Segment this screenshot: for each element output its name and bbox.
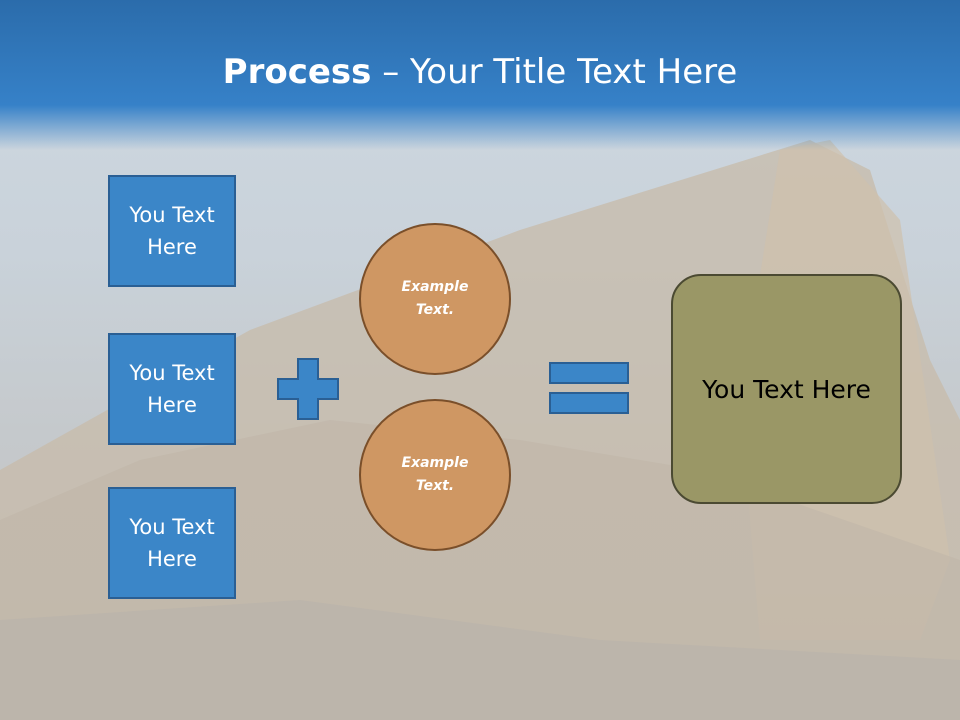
- title-bar: [0, 0, 960, 150]
- plus-icon: [277, 358, 339, 420]
- example-circle-2: Example Text.: [359, 399, 511, 551]
- result-label: You Text Here: [702, 374, 871, 404]
- slide-title: Process – Your Title Text Here: [0, 52, 960, 92]
- equals-icon: [549, 362, 629, 414]
- input-box-label: You Text Here: [129, 515, 215, 571]
- title-bold: Process: [222, 52, 372, 92]
- input-box-1: You Text Here: [108, 175, 236, 287]
- title-rest: Your Title Text Here: [410, 52, 738, 92]
- input-box-label: You Text Here: [129, 203, 215, 259]
- title-dash: –: [371, 52, 411, 92]
- input-box-2: You Text Here: [108, 333, 236, 445]
- input-box-3: You Text Here: [108, 487, 236, 599]
- example-circle-1: Example Text.: [359, 223, 511, 375]
- example-circle-label: Example Text.: [401, 455, 469, 494]
- input-box-label: You Text Here: [129, 361, 215, 417]
- result-box: You Text Here: [671, 274, 902, 504]
- example-circle-label: Example Text.: [401, 279, 469, 318]
